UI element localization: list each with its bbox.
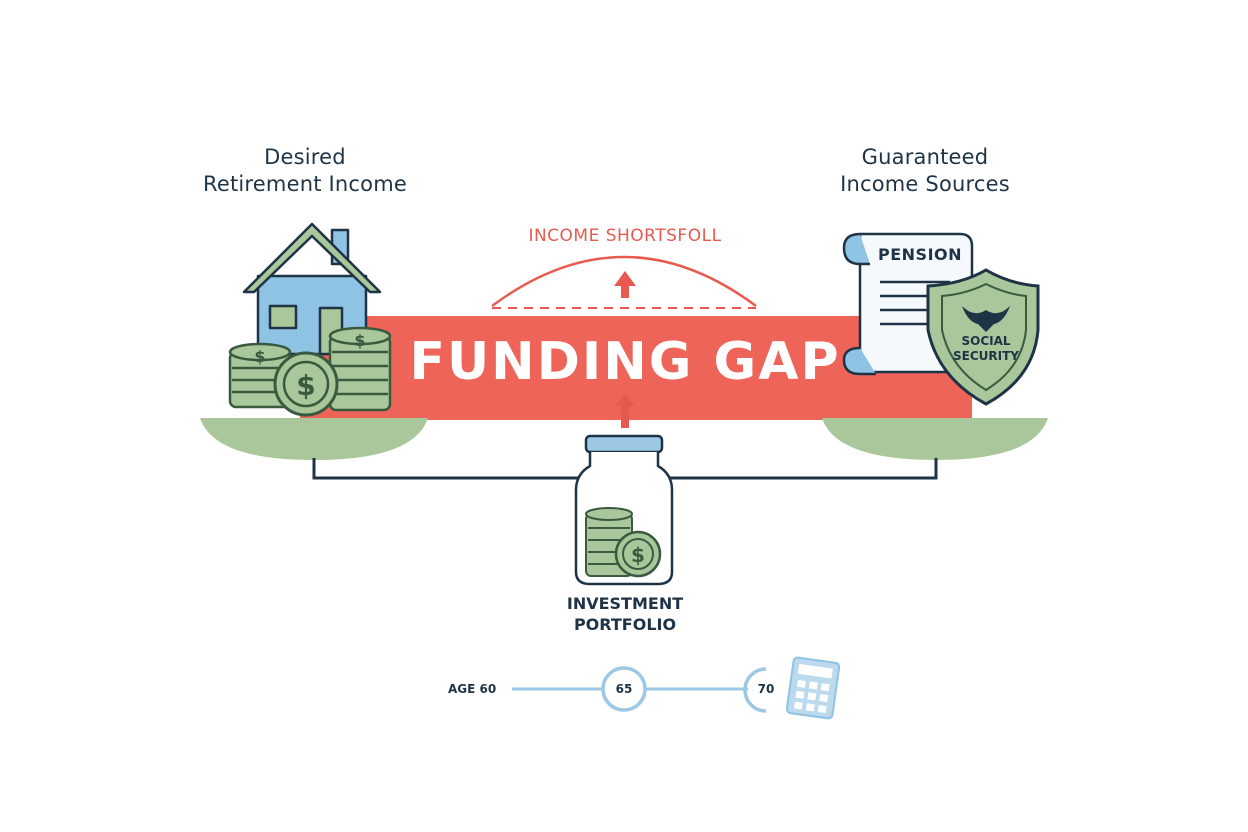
heading-line: Guaranteed: [861, 145, 989, 169]
timeline-end-label: 70: [757, 682, 775, 696]
heading-line: Desired: [264, 145, 346, 169]
desired-income-heading: Desired Retirement Income: [150, 144, 460, 199]
right-scale-pan: [822, 418, 1048, 460]
shortfall-arc: [491, 255, 757, 309]
pension-label: PENSION: [878, 245, 963, 264]
social-security-line: SECURITY: [953, 349, 1019, 363]
heading-line: Retirement Income: [203, 172, 407, 197]
income-shortfall-label: INCOME SHORTSFOLL: [528, 226, 722, 246]
age-timeline: [512, 666, 767, 713]
svg-text:$: $: [631, 543, 645, 567]
timeline-start-label: AGE 60: [448, 682, 497, 696]
investment-portfolio-label: INVESTMENT PORTFOLIO: [520, 594, 730, 636]
dollar-coin-icon: $: [273, 351, 339, 417]
social-security-line: SOCIAL: [961, 334, 1011, 348]
up-arrow-icon: [614, 271, 636, 298]
heading-line: Income Sources: [840, 172, 1010, 197]
left-scale-pan: [200, 418, 428, 460]
funding-gap-label: FUNDING GAP: [409, 332, 841, 392]
up-arrow-lower-icon: [615, 394, 635, 428]
coin-dollar-sign: $: [354, 331, 365, 350]
social-security-label: SOCIAL SECURITY: [938, 334, 1034, 364]
calculator-icon: [785, 656, 841, 720]
portfolio-line: INVESTMENT: [566, 594, 684, 613]
timeline-mid-label: 65: [615, 682, 633, 696]
guaranteed-income-heading: Guaranteed Income Sources: [780, 144, 1070, 199]
jar-icon: $: [574, 434, 674, 586]
portfolio-line: PORTFOLIO: [573, 614, 677, 634]
shield-eagle-icon: [926, 268, 1040, 406]
svg-text:$: $: [296, 369, 315, 402]
coin-dollar-sign: $: [254, 347, 265, 366]
